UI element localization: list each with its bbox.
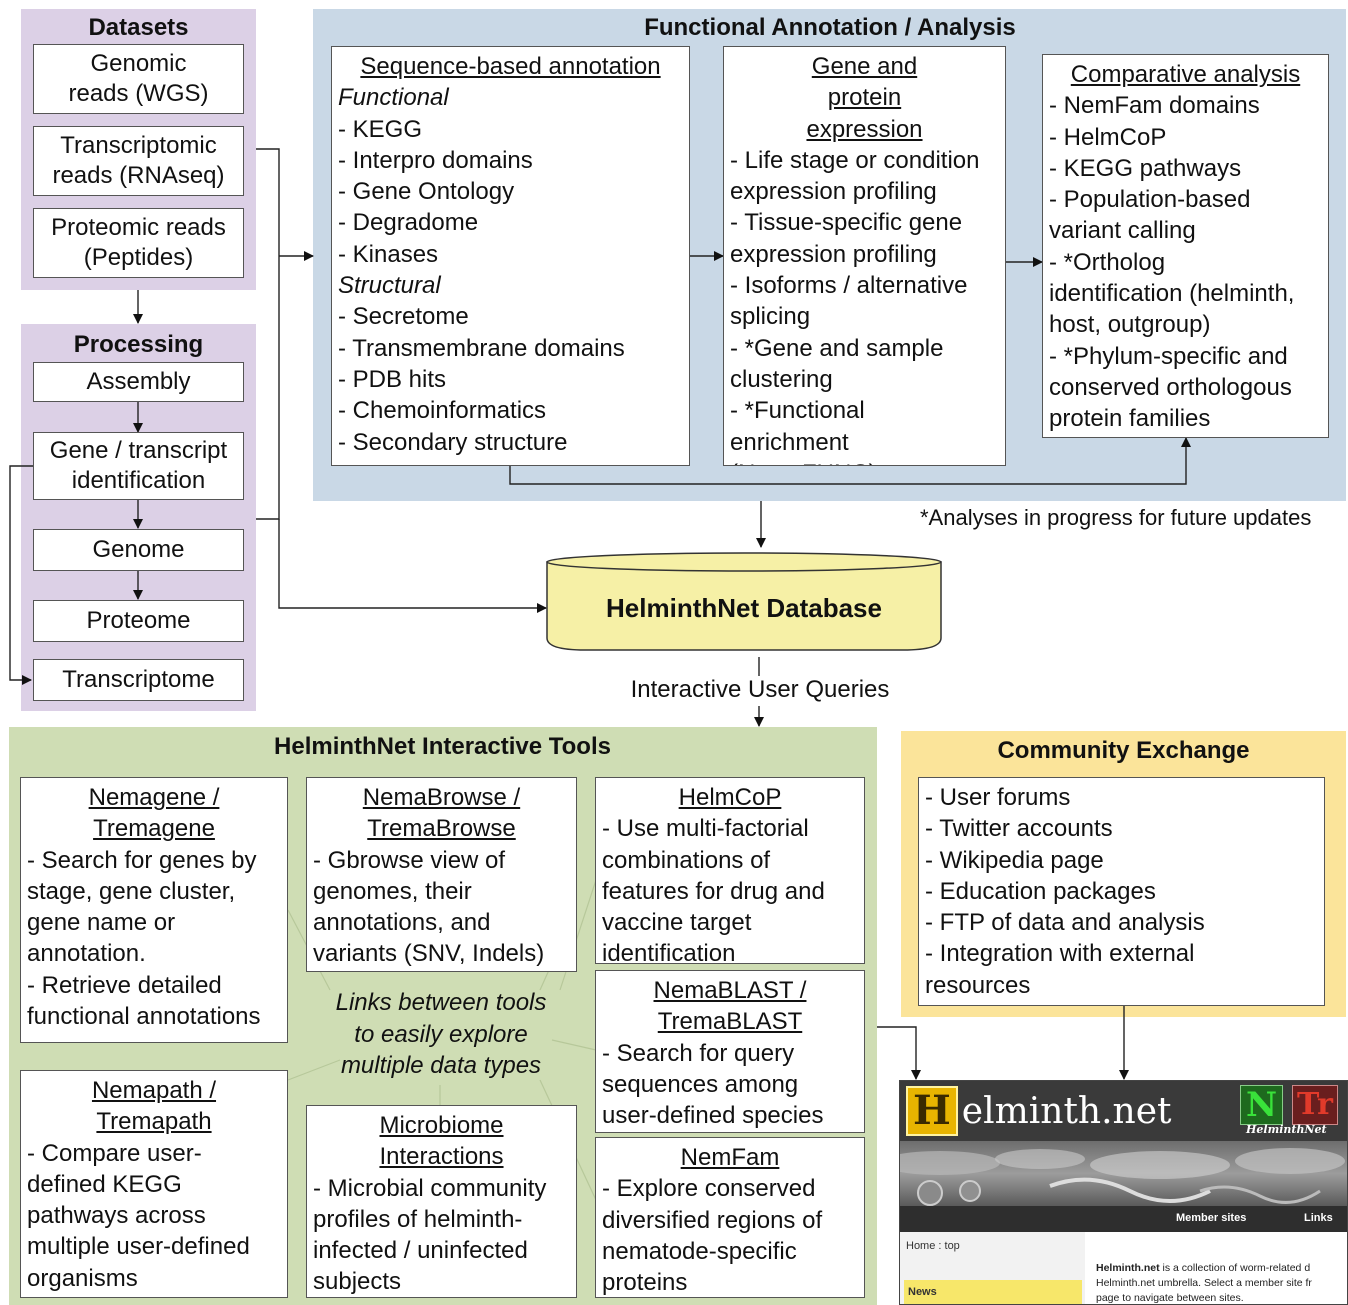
list-item: - NemFam domains xyxy=(1049,92,1260,120)
tool-nemfam[interactable]: NemFam - Explore conserved diversified r… xyxy=(595,1137,865,1298)
processing-title: Processing xyxy=(73,331,204,358)
list-item: clustering xyxy=(730,365,833,393)
list-item: - User forums xyxy=(925,784,1071,811)
processing-proteome: Proteome xyxy=(33,600,244,642)
list-item: host, outgroup) xyxy=(1049,311,1211,339)
tool-helmcop[interactable]: HelmCoP - Use multi-factorial combinatio… xyxy=(595,777,865,964)
website-header: H elminth.net N Tr HelminthNet xyxy=(900,1081,1347,1141)
website-banner xyxy=(900,1141,1347,1206)
arrow-gene-transcriptome xyxy=(9,465,33,685)
list-item: - KEGG xyxy=(338,115,423,143)
list-item: - Degradome xyxy=(338,209,479,237)
nav-links[interactable]: Links xyxy=(1304,1212,1333,1224)
list-item: expression profiling xyxy=(730,178,937,206)
website-screenshot: H elminth.net N Tr HelminthNet Member si… xyxy=(899,1080,1348,1305)
database-label: HelminthNet Database xyxy=(606,593,882,623)
queries-label: Interactive User Queries xyxy=(590,676,930,704)
list-item: resources xyxy=(925,971,1031,999)
processing-transcriptome: Transcriptome xyxy=(33,659,244,701)
list-item: enrichment xyxy=(730,428,849,456)
website-logo[interactable]: H elminth.net xyxy=(906,1084,1172,1138)
list-item: - Secondary structure xyxy=(338,428,568,456)
functional-title: Functional Annotation / Analysis xyxy=(644,14,1016,41)
database-cylinder xyxy=(546,552,942,651)
list-item: - Interpro domains xyxy=(338,146,533,174)
tools-title: HelminthNet Interactive Tools xyxy=(274,733,611,760)
list-item: variant calling xyxy=(1049,217,1196,245)
list-item: - Population-based xyxy=(1049,186,1251,214)
sequence-annotation-box: Sequence-based annotation Functional - K… xyxy=(331,46,690,466)
list-item: - Integration with external xyxy=(925,940,1195,968)
links-between-tools-text: Links between tools to easily explore mu… xyxy=(335,989,547,1079)
arrow-seq-comparative-bottom xyxy=(509,437,1191,485)
structural-label: Structural xyxy=(338,272,441,300)
news-tab[interactable]: News xyxy=(904,1280,1082,1304)
footnote: *Analyses in progress for future updates xyxy=(920,505,1312,530)
dataset-proteomic-reads: Proteomic reads (Peptides) xyxy=(33,208,244,278)
tool-microbiome[interactable]: Microbiome Interactions - Microbial comm… xyxy=(306,1105,577,1298)
list-item: - HelmCoP xyxy=(1049,123,1167,151)
list-item: - Education packages xyxy=(925,877,1156,905)
breadcrumb[interactable]: Home : top xyxy=(906,1240,960,1252)
helminthnet-badge[interactable]: N Tr HelminthNet xyxy=(1238,1085,1344,1137)
line-transcriptomic-out xyxy=(256,148,280,520)
website-intro-text: Helminth.net is a collection of worm-rel… xyxy=(1096,1262,1312,1304)
nav-member-sites[interactable]: Member sites xyxy=(1176,1212,1247,1224)
list-item: identification (helminth, xyxy=(1049,280,1295,308)
list-item: - Chemoinformatics xyxy=(338,397,547,425)
list-item: splicing xyxy=(730,303,811,331)
list-item: - Life stage or condition xyxy=(730,146,980,174)
list-item: - Wikipedia page xyxy=(925,846,1104,874)
community-title: Community Exchange xyxy=(997,737,1250,764)
community-box: - User forums - Twitter accounts - Wikip… xyxy=(918,777,1325,1006)
list-item: - Gene Ontology xyxy=(338,178,515,206)
arrow-to-database xyxy=(278,519,547,613)
website-sidebar: Home : top News xyxy=(900,1232,1085,1304)
list-item: (NemaFUNC) xyxy=(730,458,999,465)
list-item: - PDB hits xyxy=(338,365,447,393)
list-item: - *Functional xyxy=(730,397,865,425)
worm-banner-image xyxy=(900,1148,1345,1206)
website-nav-bar: Member sites Links xyxy=(900,1206,1347,1232)
processing-assembly: Assembly xyxy=(33,362,244,402)
list-item: - Transmembrane domains xyxy=(338,334,625,362)
tool-nemablast[interactable]: NemaBLAST / TremaBLAST - Search for quer… xyxy=(595,970,865,1133)
arrow-tools-website xyxy=(877,1026,921,1080)
processing-gene-identification: Gene / transcript identification xyxy=(33,432,244,500)
dataset-genomic-reads: Genomic reads (WGS) xyxy=(33,44,244,114)
list-item: - *Ortholog xyxy=(1049,248,1166,276)
list-item: - *Phylum-specific and xyxy=(1049,342,1288,370)
list-item: - Tissue-specific gene xyxy=(730,209,963,237)
tool-nemabrowse[interactable]: NemaBrowse / TremaBrowse - Gbrowse view … xyxy=(306,777,577,972)
processing-genome: Genome xyxy=(33,529,244,571)
list-item: protein families xyxy=(1049,405,1211,433)
tool-nemapath[interactable]: Nemapath / Tremapath - Compare user- def… xyxy=(20,1070,288,1298)
sequence-annotation-heading: Sequence-based annotation xyxy=(360,53,661,80)
list-item: - Kinases xyxy=(338,240,439,268)
list-item: - Secretome xyxy=(338,303,469,331)
list-item: conserved orthologous xyxy=(1049,373,1292,401)
expression-box: Gene and protein expression - Life stage… xyxy=(723,46,1006,466)
datasets-title: Datasets xyxy=(88,14,189,41)
list-item: - KEGG pathways xyxy=(1049,154,1242,182)
dataset-transcriptomic-reads: Transcriptomic reads (RNAseq) xyxy=(33,126,244,196)
list-item: - *Gene and sample xyxy=(730,334,944,362)
list-item: - FTP of data and analysis xyxy=(925,909,1205,937)
comparative-box: Comparative analysis - NemFam domains - … xyxy=(1042,54,1329,438)
list-item: - Twitter accounts xyxy=(925,815,1113,843)
comparative-heading: Comparative analysis xyxy=(1070,61,1301,88)
list-item: - Isoforms / alternative xyxy=(730,272,968,300)
expression-heading: Gene and protein expression xyxy=(806,53,923,143)
tool-nemagene[interactable]: Nemagene / Tremagene - Search for genes … xyxy=(20,777,288,1043)
list-item: expression profiling xyxy=(730,240,937,268)
functional-label: Functional xyxy=(338,84,449,112)
